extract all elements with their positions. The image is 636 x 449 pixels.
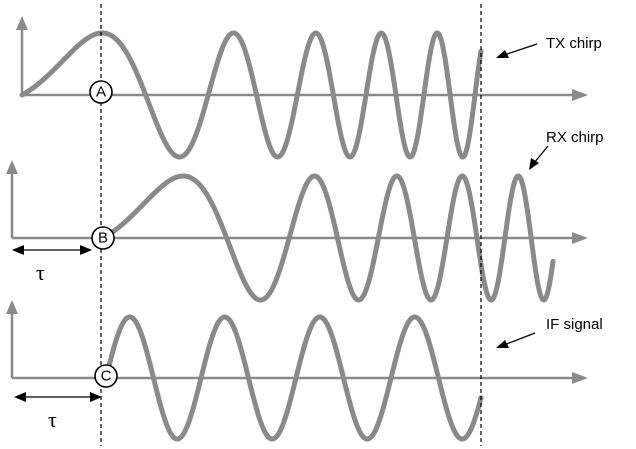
if-x-arrowhead <box>572 372 588 384</box>
if-callout-line <box>503 332 536 346</box>
if-tau-label: τ <box>48 407 57 432</box>
marker-c-circle <box>94 364 118 388</box>
if-y-arrowhead <box>6 300 18 314</box>
marker-c: C <box>94 364 118 388</box>
tx-x-arrowhead <box>572 89 588 101</box>
if-delay-arrow: τ <box>14 392 102 432</box>
rx-x-arrowhead <box>572 232 588 244</box>
rx-tau-label: τ <box>36 260 45 285</box>
if-signal-callout: IF signal <box>496 316 603 348</box>
if-signal-label: IF signal <box>546 316 603 333</box>
rx-chirp-callout: RX chirp <box>529 129 604 170</box>
marker-a-label: A <box>96 84 106 101</box>
rx-delay-arrowhead-left <box>12 245 24 255</box>
if-callout-arrowhead <box>496 340 509 348</box>
marker-b-circle <box>91 226 115 250</box>
tx-chirp-callout: TX chirp <box>496 35 602 58</box>
rx-chirp-waveform <box>100 173 556 303</box>
if-delay-arrowhead-right <box>90 392 102 402</box>
rx-delay-arrow: τ <box>12 245 92 285</box>
rx-y-arrowhead <box>6 160 18 174</box>
tx-callout-line <box>503 43 538 56</box>
tx-chirp-waveform <box>19 30 484 160</box>
tx-y-arrowhead <box>16 16 28 30</box>
marker-a-circle <box>89 80 113 104</box>
marker-a: A <box>89 80 113 104</box>
tx-callout-arrowhead <box>496 50 509 58</box>
rx-chirp-label: RX chirp <box>546 129 604 146</box>
rx-callout-arrowhead <box>529 158 539 170</box>
marker-c-label: C <box>101 368 112 385</box>
rx-callout-line <box>533 145 549 164</box>
if-delay-arrowhead-left <box>14 392 26 402</box>
rx-delay-arrowhead-right <box>80 245 92 255</box>
marker-b: B <box>91 226 115 250</box>
marker-b-label: B <box>98 230 108 247</box>
if-signal-waveform <box>103 314 484 442</box>
tx-chirp-label: TX chirp <box>546 35 602 52</box>
